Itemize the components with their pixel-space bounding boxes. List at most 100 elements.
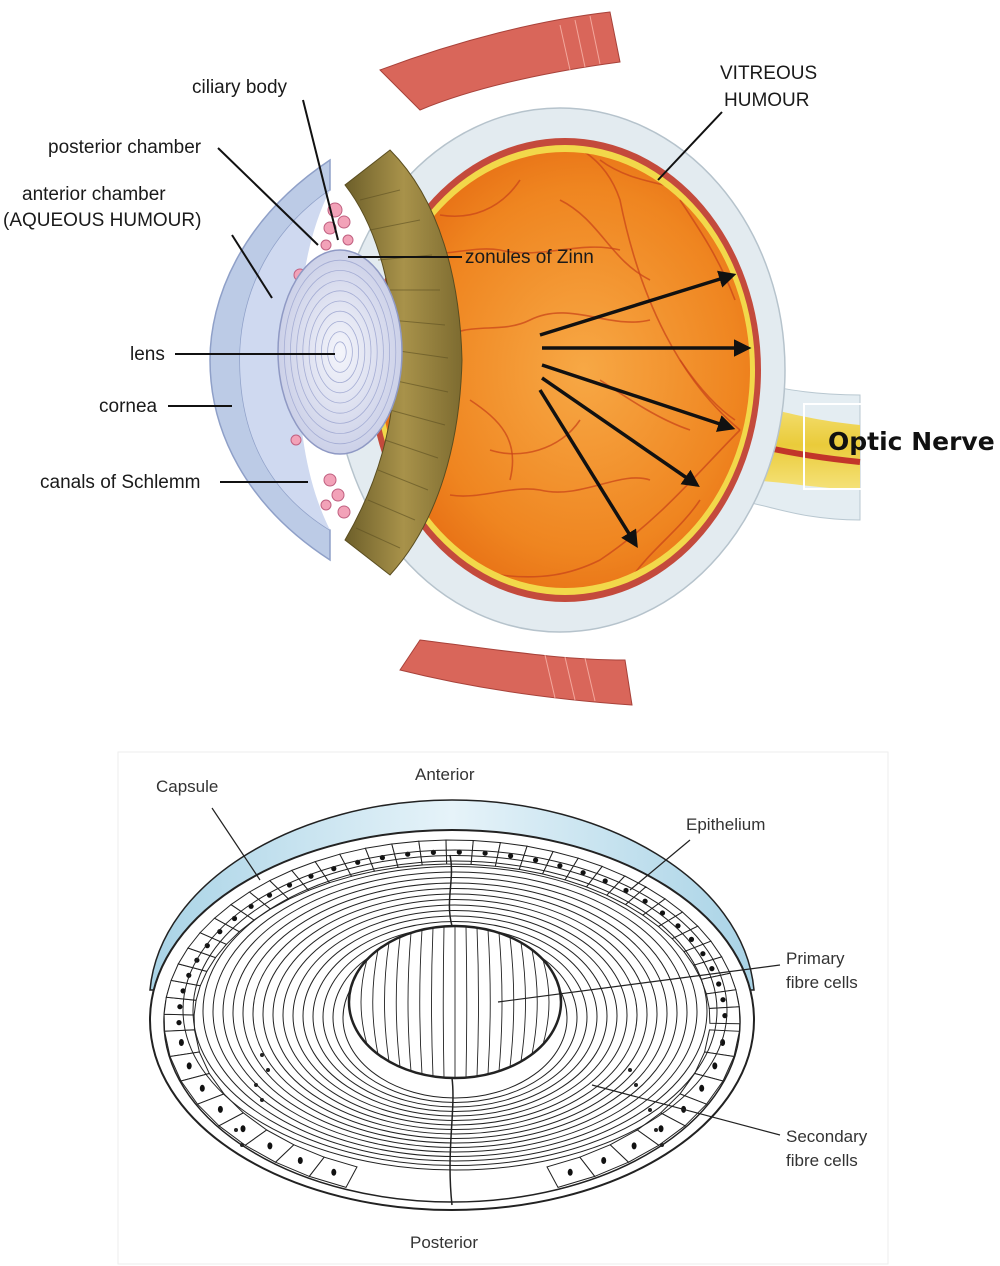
equatorial-nucleus <box>217 1105 223 1113</box>
equatorial-nucleus <box>199 1084 205 1092</box>
primary-fibre-line <box>553 974 562 1030</box>
vitreous-arrows <box>538 270 752 548</box>
label-anterior: Anterior <box>415 765 475 784</box>
arrow-3 <box>541 363 736 432</box>
fibre-ring <box>282 904 628 1126</box>
fibre-ring <box>312 921 598 1112</box>
epithelium-nucleus <box>623 887 629 894</box>
lens-ring <box>327 331 353 373</box>
fibre-ring <box>202 860 708 1162</box>
secondary-fibre-rings <box>182 849 728 1171</box>
equatorial-nucleus <box>601 1157 607 1164</box>
optic-nerve-box <box>803 403 1000 490</box>
primary-fibre-line <box>395 936 401 1068</box>
primary-fibre-line <box>442 926 445 1078</box>
nuclei-streaks <box>234 1053 664 1147</box>
epithelium-nucleus <box>204 943 210 949</box>
equatorial-nucleus <box>658 1125 664 1133</box>
lens-ring <box>289 269 390 434</box>
primary-fibre-line <box>384 942 390 1062</box>
equatorial-nucleus <box>178 1039 184 1046</box>
lens-ring <box>283 259 397 445</box>
epithelium-nucleus <box>430 849 436 856</box>
lens-ring <box>320 320 359 383</box>
fibre-ring <box>262 893 648 1135</box>
fibre-ring <box>192 855 718 1166</box>
fibre-ring <box>292 910 618 1121</box>
epithelium-nucleus <box>722 1013 728 1019</box>
arrow-5 <box>538 389 638 548</box>
primary-fibre-line <box>542 959 550 1045</box>
equatorial-nucleus <box>712 1062 718 1070</box>
primary-fibre-line <box>348 974 357 1030</box>
label-anterior-chamber-line1: anterior chamber <box>22 184 166 205</box>
epithelium-nucleus <box>688 936 695 943</box>
lower-muscle <box>399 639 633 706</box>
equatorial-nucleus <box>186 1062 192 1070</box>
equatorial-nucleus <box>631 1142 637 1150</box>
label-ciliary-body: ciliary body <box>192 77 288 98</box>
label-optic-nerve: Optic Nerve <box>828 427 995 456</box>
label-canals-of-schlemm: canals of Schlemm <box>40 472 201 493</box>
label-vitreous-line2: HUMOUR <box>724 90 810 111</box>
label-primary-line2: fibre cells <box>786 973 858 992</box>
fibre-ring <box>232 877 678 1148</box>
retinal-vessels <box>409 152 741 581</box>
epithelium-nucleus <box>177 1004 183 1010</box>
epithelium-nucleus <box>580 870 586 876</box>
epithelium-nucleus <box>716 981 722 987</box>
vitreous-body <box>380 152 750 588</box>
primary-fibre-line <box>531 949 538 1055</box>
epithelium-nucleus <box>675 923 681 929</box>
equatorial-nucleus <box>567 1168 573 1176</box>
lens-diagram: Anterior Posterior Capsule Epithelium Pr… <box>117 751 889 1265</box>
lens-ring <box>333 341 347 363</box>
eye-leader-lines <box>168 99 723 483</box>
label-secondary-line1: Secondary <box>786 1127 868 1146</box>
label-zonules-of-zinn: zonules of Zinn <box>465 247 594 268</box>
primary-fibre-line <box>407 932 412 1072</box>
label-primary-line1: Primary <box>786 949 845 968</box>
arrow-1 <box>539 270 737 337</box>
label-posterior-chamber: posterior chamber <box>48 137 202 158</box>
lens-ring <box>308 300 372 404</box>
eye-diagram: ciliary body posterior chamber anterior … <box>3 11 1000 706</box>
upper-muscle <box>379 11 621 111</box>
primary-fibre-line <box>465 926 468 1078</box>
ciliary-striations <box>355 189 449 549</box>
label-posterior: Posterior <box>410 1233 478 1252</box>
label-vitreous-line1: VITREOUS <box>720 63 817 84</box>
lens-ring <box>296 280 384 424</box>
primary-fibre-line <box>419 929 423 1075</box>
equatorial-nucleus <box>240 1125 246 1133</box>
epithelium-nucleus <box>709 966 715 972</box>
epithelium-nucleus <box>508 853 514 859</box>
primary-fibre-line <box>431 927 434 1077</box>
equatorial-nucleus <box>331 1168 337 1176</box>
equatorial-nucleus <box>267 1142 273 1150</box>
equatorial-nucleus <box>720 1039 726 1046</box>
primary-fibre-line <box>372 949 379 1055</box>
epithelium-nucleus <box>602 878 608 884</box>
epithelium-nucleus <box>720 997 726 1003</box>
epithelium-nucleus <box>176 1020 182 1026</box>
primary-fibre-line <box>520 942 526 1062</box>
lens-leader-lines <box>211 807 781 1136</box>
posterior-suture <box>449 1077 454 1206</box>
arrow-4 <box>541 376 700 487</box>
fibre-ring <box>242 882 668 1144</box>
lens-ring <box>302 290 378 414</box>
equatorial-nucleus <box>699 1084 705 1092</box>
lens-ring <box>314 310 366 394</box>
lens <box>277 249 403 455</box>
epithelium-nucleus <box>557 863 563 869</box>
fibre-ring <box>302 915 608 1117</box>
label-epithelium: Epithelium <box>686 815 765 834</box>
epithelium-nucleus <box>533 857 539 863</box>
fibre-ring <box>252 888 658 1139</box>
fibre-ring <box>222 871 688 1153</box>
label-cornea: cornea <box>99 396 158 417</box>
epithelium-cells <box>163 839 741 1188</box>
primary-fibre-line <box>360 959 368 1045</box>
